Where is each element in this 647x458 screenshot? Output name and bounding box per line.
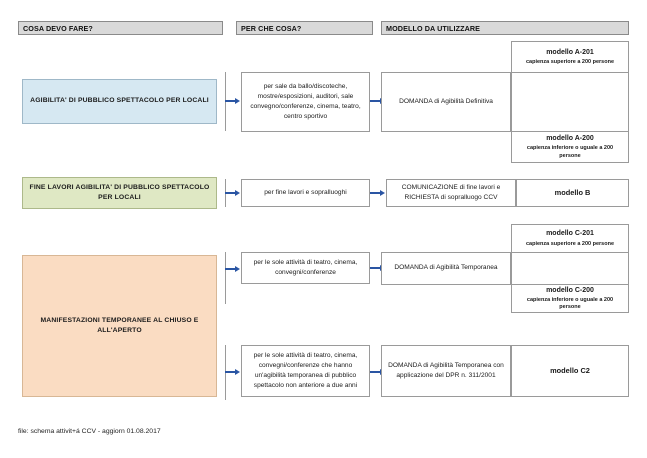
reason-box-row3-branch1: per le sole attività di teatro, cinema, … bbox=[241, 252, 370, 284]
category-label: AGIBILITA' DI PUBBLICO SPETTACOLO PER LO… bbox=[30, 97, 209, 105]
category-box-fine-lavori: FINE LAVORI AGIBILITA' DI PUBBLICO SPETT… bbox=[22, 177, 217, 209]
model-title: modello B bbox=[554, 188, 591, 198]
model-title: modello C2 bbox=[550, 366, 590, 376]
model-box-c201: modello C-201 capienza superiore a 200 p… bbox=[511, 224, 629, 253]
model-box-b: modello B bbox=[516, 179, 629, 207]
category-label: FINE LAVORI AGIBILITA' DI PUBBLICO SPETT… bbox=[29, 183, 210, 201]
model-title: modello C-201 bbox=[546, 230, 594, 238]
document-box-row3-branch2: DOMANDA di Agibilità Temporanea con appl… bbox=[381, 345, 511, 397]
category-box-manifestazioni-temporanee: MANIFESTAZIONI TEMPORANEE AL CHIUSO E AL… bbox=[22, 255, 217, 397]
category-box-agibilita-locali: AGIBILITA' DI PUBBLICO SPETTACOLO PER LO… bbox=[22, 79, 217, 124]
category-label: MANIFESTAZIONI TEMPORANEE AL CHIUSO E AL… bbox=[40, 316, 199, 334]
model-subtitle: capienza inferiore o uguale a 200 person… bbox=[526, 296, 614, 311]
document-label: DOMANDA di Agibilità Temporanea con appl… bbox=[388, 361, 504, 379]
document-box-row2: COMUNICAZIONE di fine lavori e RICHIESTA… bbox=[386, 179, 516, 207]
model-box-c200: modello C-200 capienza inferiore o ugual… bbox=[511, 284, 629, 313]
document-label: DOMANDA di Agibilità Temporanea bbox=[394, 264, 498, 272]
connector-rail-row3-branch1 bbox=[225, 252, 226, 304]
model-subtitle: capienza inferiore o uguale a 200 person… bbox=[526, 145, 614, 159]
arrow-row2-reason-to-document bbox=[370, 187, 386, 199]
footer-note: file: schema attivit+á CCV - aggiorn 01.… bbox=[18, 428, 161, 435]
reason-label: per sale da ballo/discoteche, mostre/esp… bbox=[250, 82, 361, 121]
column-header-label: PER CHE COSA? bbox=[241, 23, 302, 33]
column-header-label: COSA DEVO FARE? bbox=[23, 23, 93, 33]
document-label: COMUNICAZIONE di fine lavori e RICHIESTA… bbox=[401, 183, 501, 201]
document-box-row3-branch1: DOMANDA di Agibilità Temporanea bbox=[381, 252, 511, 285]
model-title: modello A-200 bbox=[546, 135, 594, 143]
arrow-row2-category-to-reason bbox=[225, 187, 241, 199]
reason-box-row2: per fine lavori e sopralluoghi bbox=[241, 179, 370, 207]
model-subtitle: capienza superiore a 200 persone bbox=[525, 240, 615, 247]
column-header-modello-da-utilizzare: MODELLO DA UTILIZZARE bbox=[381, 21, 629, 35]
model-grid-spacer-row3 bbox=[511, 252, 629, 285]
model-grid-spacer-row1 bbox=[511, 72, 629, 132]
model-box-a201: modello A-201 capienza superiore a 200 p… bbox=[511, 41, 629, 73]
reason-label: per le sole attività di teatro, cinema, … bbox=[253, 258, 358, 276]
model-title: modello A-201 bbox=[546, 48, 594, 56]
column-header-label: MODELLO DA UTILIZZARE bbox=[386, 23, 481, 33]
arrow-row3-branch2-category-to-reason bbox=[225, 366, 241, 378]
reason-box-row1: per sale da ballo/discoteche, mostre/esp… bbox=[241, 72, 370, 132]
column-header-cosa-devo-fare: COSA DEVO FARE? bbox=[18, 21, 223, 35]
model-box-a200: modello A-200 capienza inferiore o ugual… bbox=[511, 131, 629, 163]
reason-label: per fine lavori e sopralluoghi bbox=[264, 188, 347, 196]
document-box-row1: DOMANDA di Agibilità Definitiva bbox=[381, 72, 511, 132]
reason-box-row3-branch2: per le sole attività di teatro, cinema, … bbox=[241, 345, 370, 397]
model-subtitle: capienza superiore a 200 persone bbox=[525, 59, 615, 65]
model-title: modello C-200 bbox=[546, 286, 594, 294]
reason-label: per le sole attività di teatro, cinema, … bbox=[253, 351, 358, 390]
model-box-c2: modello C2 bbox=[511, 345, 629, 397]
arrow-row1-category-to-reason bbox=[225, 95, 241, 107]
column-header-per-che-cosa: PER CHE COSA? bbox=[236, 21, 373, 35]
document-label: DOMANDA di Agibilità Definitiva bbox=[399, 97, 493, 105]
arrow-row3-branch1-category-to-reason bbox=[225, 263, 241, 275]
